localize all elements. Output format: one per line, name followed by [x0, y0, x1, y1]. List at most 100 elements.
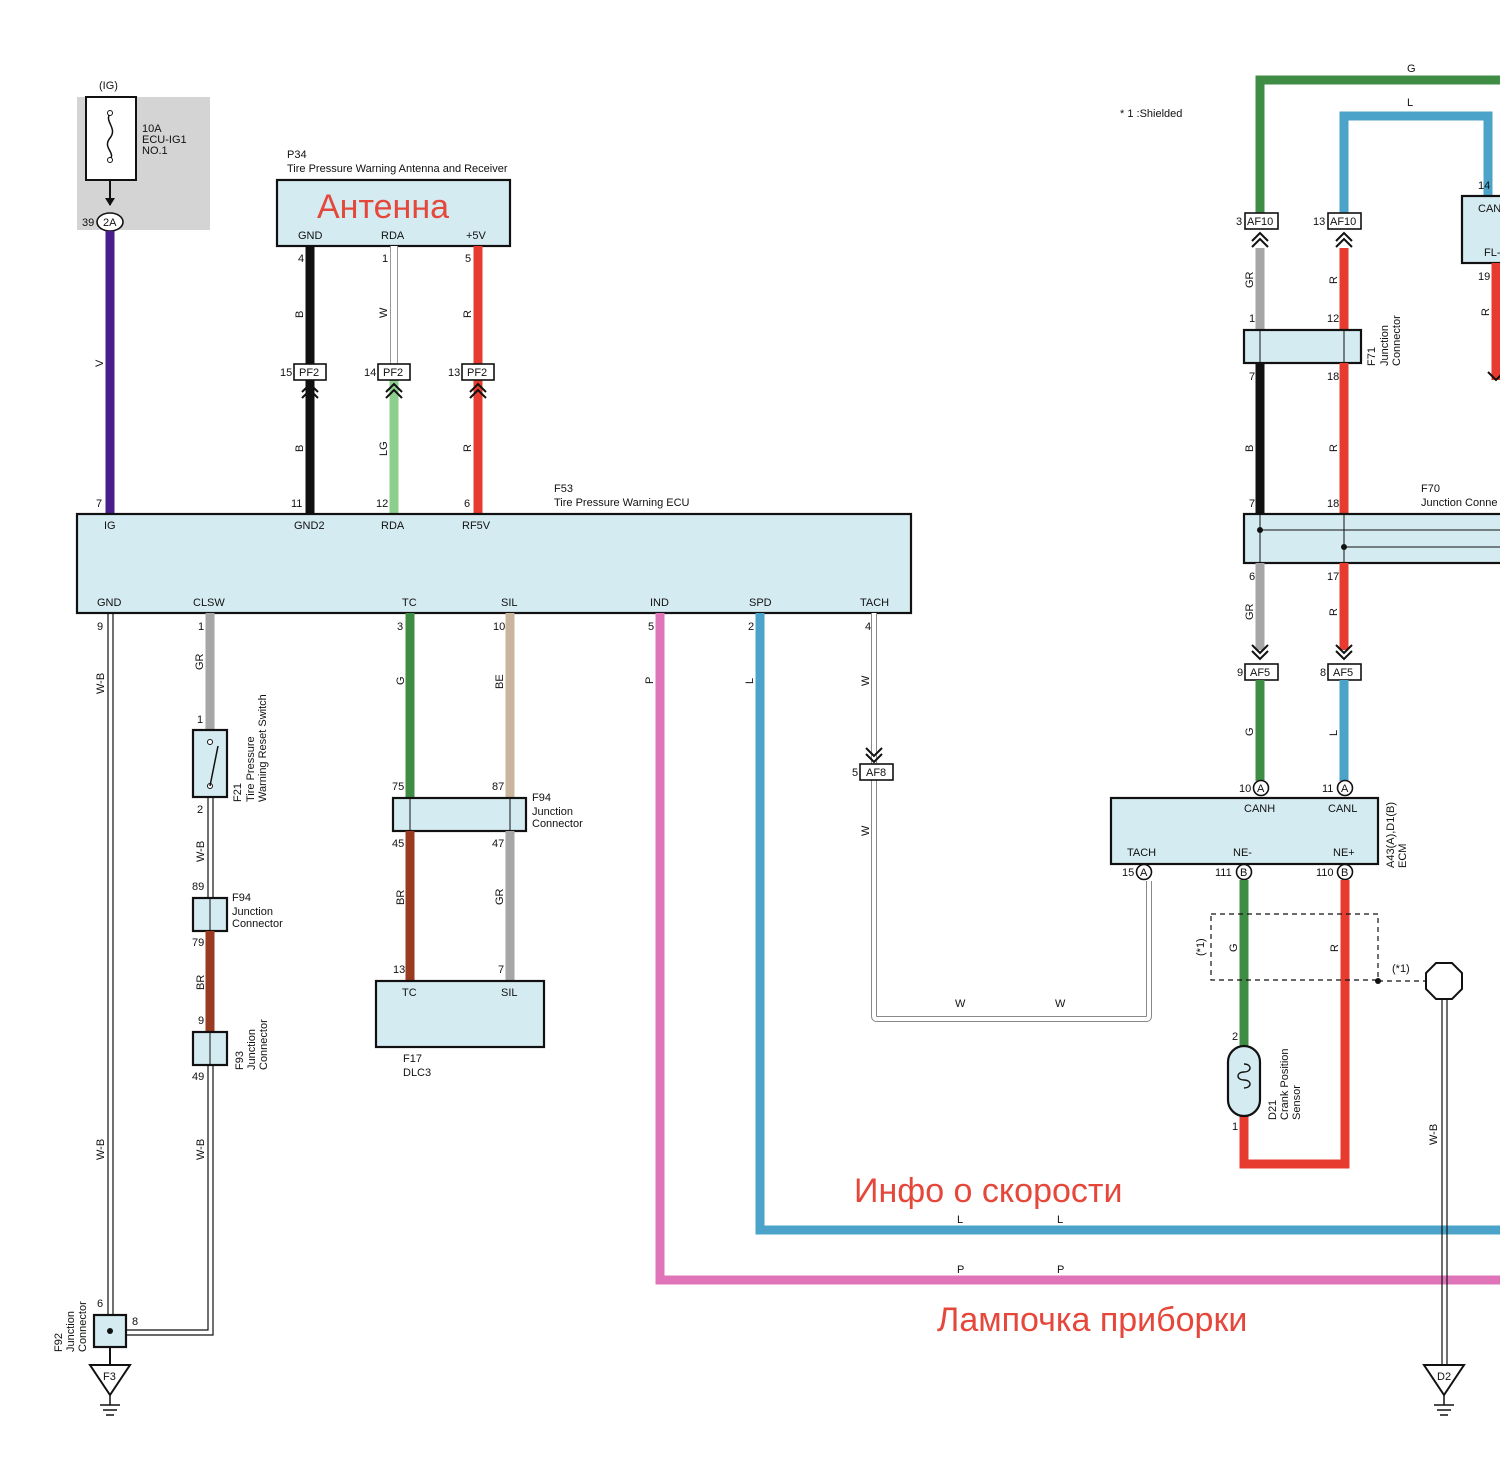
f92-id: F92 [53, 1333, 65, 1352]
af8-label: AF8 [866, 767, 886, 779]
f92-name2: Connector [77, 1301, 89, 1352]
af5-label-2: AF5 [1333, 667, 1353, 679]
f53-num-2: 2 [748, 621, 754, 633]
ecm-name: ECM [1397, 844, 1409, 868]
f53-num-12: 12 [376, 498, 388, 510]
wire-label-wb2: W-B [95, 1139, 107, 1160]
f94b-name1: Junction [532, 806, 573, 818]
f53-num-11: 11 [291, 498, 302, 510]
d21-id: D21 [1267, 1100, 1279, 1120]
af5-label-1: AF5 [1250, 667, 1270, 679]
f53-pin-ig-num: 7 [96, 498, 102, 510]
f17-pin-sil: SIL [501, 987, 518, 999]
f94a-id: F94 [232, 892, 251, 904]
fuse-amp: 10A [142, 123, 162, 135]
af10-connector-1 [1244, 212, 1279, 230]
fuse-icon [106, 112, 114, 161]
pf2-num-14: 14 [364, 367, 376, 379]
f70-num-17: 17 [1327, 571, 1339, 583]
f53-pin-gnd2: GND2 [294, 520, 325, 532]
af8-num: 5 [852, 767, 858, 779]
p34-pin-rda: RDA [381, 230, 405, 242]
d21-num-1: 1 [1232, 1121, 1238, 1133]
f17-num-13: 13 [393, 964, 405, 976]
right-box-num-14: 14 [1478, 180, 1490, 192]
pf2-connectors [293, 363, 495, 399]
af5-num-8: 8 [1320, 667, 1326, 679]
wire-label-br2: BR [395, 890, 407, 905]
af10-label-1: AF10 [1247, 216, 1273, 228]
f17-pin-tc: TC [402, 987, 417, 999]
pf2-num-13: 13 [448, 367, 460, 379]
wire-label-r2: R [462, 444, 474, 452]
pf2-num-15: 15 [280, 367, 292, 379]
fuse-pin: 39 [82, 217, 94, 229]
wire-label-v: V [94, 359, 106, 367]
wire-red-ne-plus [1239, 880, 1350, 1169]
p34-id: P34 [287, 149, 307, 161]
f70-num-6: 6 [1249, 571, 1255, 583]
wire-white-tach [871, 613, 1152, 1022]
f53-num-4: 4 [865, 621, 871, 633]
f21-name1: Tire Pressure [245, 736, 257, 802]
wire-label-gr4: GR [1244, 603, 1256, 620]
pf2-label-3: PF2 [467, 367, 487, 379]
f94a-name1: Junction [232, 906, 273, 918]
wire-label-w4: W [955, 998, 966, 1010]
f71-num-7: 7 [1249, 371, 1255, 383]
d21-num-2: 2 [1232, 1031, 1238, 1043]
wire-wb-clsw [207, 797, 214, 898]
wire-wb-gnd [107, 613, 114, 1318]
wire-label-wb1: W-B [95, 673, 107, 694]
fuse-num: NO.1 [142, 145, 168, 157]
f94b-num-75: 75 [392, 781, 404, 793]
shielded-note: * 1 :Shielded [1120, 108, 1182, 120]
coil-icon [1237, 1063, 1251, 1089]
f94a-name2: Connector [232, 918, 283, 930]
wire-label-r5: R [1328, 608, 1340, 616]
wire-label-w3: W [860, 825, 872, 836]
f53-name: Tire Pressure Warning ECU [554, 497, 690, 509]
f53-num-9: 9 [97, 621, 103, 633]
wire-label-r-right: R [1480, 308, 1492, 316]
ecm-pin-tach: TACH [1127, 847, 1156, 859]
shield-ground-octagon [1425, 962, 1463, 1000]
pf2-label-1: PF2 [299, 367, 319, 379]
annotation-speed-info: Инфо о скорости [854, 1172, 1122, 1210]
wire-label-gr2: GR [494, 888, 506, 905]
wire-blue-l-top [1339, 111, 1493, 213]
f94b-num-47: 47 [492, 838, 504, 850]
wire-label-g-top: G [1407, 63, 1416, 75]
wire-label-wb3: W-B [195, 841, 207, 862]
p34-num-1: 1 [382, 253, 388, 265]
af10-connector-2 [1327, 212, 1362, 230]
fuse-conn-label: 2A [103, 217, 117, 229]
p34-pin-5v: +5V [466, 230, 487, 242]
f70-num-7: 7 [1249, 498, 1255, 510]
ecm-id: A43(A),D1(B) [1385, 802, 1397, 868]
ecm-conn-b1: B [1240, 867, 1247, 879]
f93-num-49: 49 [192, 1071, 204, 1083]
f53-pin-ig: IG [104, 520, 116, 532]
f71-num-1: 1 [1249, 313, 1255, 325]
f92-num-8: 8 [132, 1316, 138, 1328]
f21-pin2: 2 [197, 804, 203, 816]
f53-pin-clsw: CLSW [193, 597, 225, 609]
wire-wb-d2 [1441, 999, 1448, 1365]
f21-id: F21 [232, 783, 244, 802]
fuse-box [85, 96, 137, 181]
wire-label-r6: R [1329, 944, 1341, 952]
wire-label-l3: L [1057, 1214, 1063, 1226]
ecm-pin-ne-minus: NE- [1233, 847, 1252, 859]
wire-label-gr3: GR [1244, 271, 1256, 288]
af10-label-2: AF10 [1330, 216, 1356, 228]
f21-pin1: 1 [197, 714, 203, 726]
f53-pin-tach: TACH [860, 597, 889, 609]
switch-icon [209, 745, 219, 787]
wire-blue-spd [755, 613, 1500, 1235]
f70-num-18: 18 [1327, 498, 1339, 510]
f53-num-6: 6 [464, 498, 470, 510]
f94b-num-87: 87 [492, 781, 504, 793]
shield-label-1: (*1) [1195, 938, 1207, 956]
shield-box [1210, 913, 1379, 981]
